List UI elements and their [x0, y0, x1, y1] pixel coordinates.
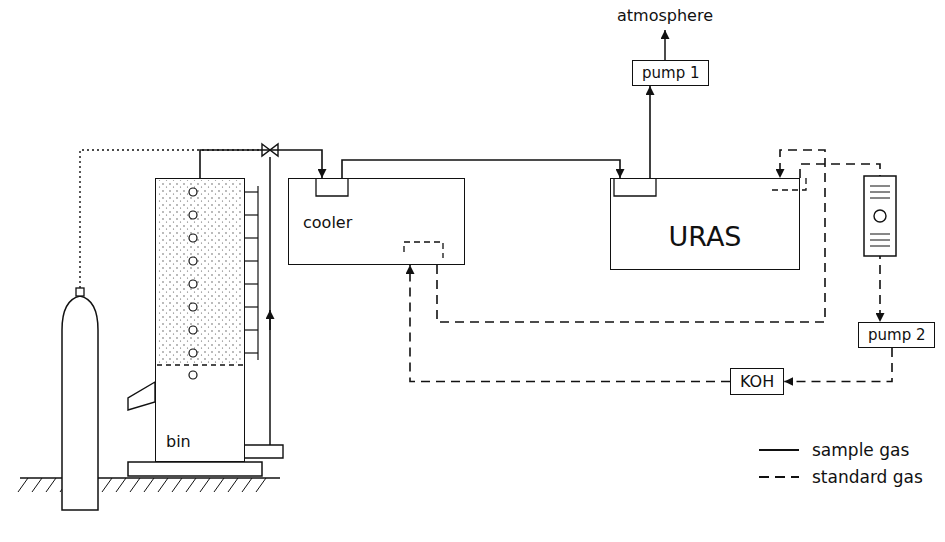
legend-text: standard gas [812, 467, 923, 487]
bin-column: bin [155, 178, 245, 462]
standard-gas-line [784, 348, 892, 382]
legend-item: standard gas [758, 467, 923, 487]
cooler-box: cooler [288, 178, 465, 265]
node-label: KOH [740, 372, 774, 391]
standard-gas-line [410, 265, 730, 382]
node-label: pump 2 [868, 326, 925, 344]
node-label: cooler [303, 213, 464, 232]
absorber-box: KOH [730, 368, 784, 395]
sample-gas-line [200, 150, 322, 178]
legend-line-sample [758, 444, 800, 456]
sample-gas-line [342, 160, 620, 178]
node-label: bin [166, 432, 244, 451]
analyzer-box: URAS [610, 178, 800, 270]
pump-box: pump 2 [858, 322, 935, 348]
outlet-label: atmosphere [615, 6, 715, 25]
sample-gas-line [649, 86, 651, 178]
legend-text: sample gas [812, 440, 909, 460]
legend-line-sample [758, 471, 800, 483]
standard-gas-line [437, 150, 825, 322]
pump-box: pump 1 [632, 60, 709, 86]
legend-item: sample gas [758, 440, 909, 460]
node-label: URAS [668, 221, 741, 252]
node-label: pump 1 [642, 64, 699, 82]
